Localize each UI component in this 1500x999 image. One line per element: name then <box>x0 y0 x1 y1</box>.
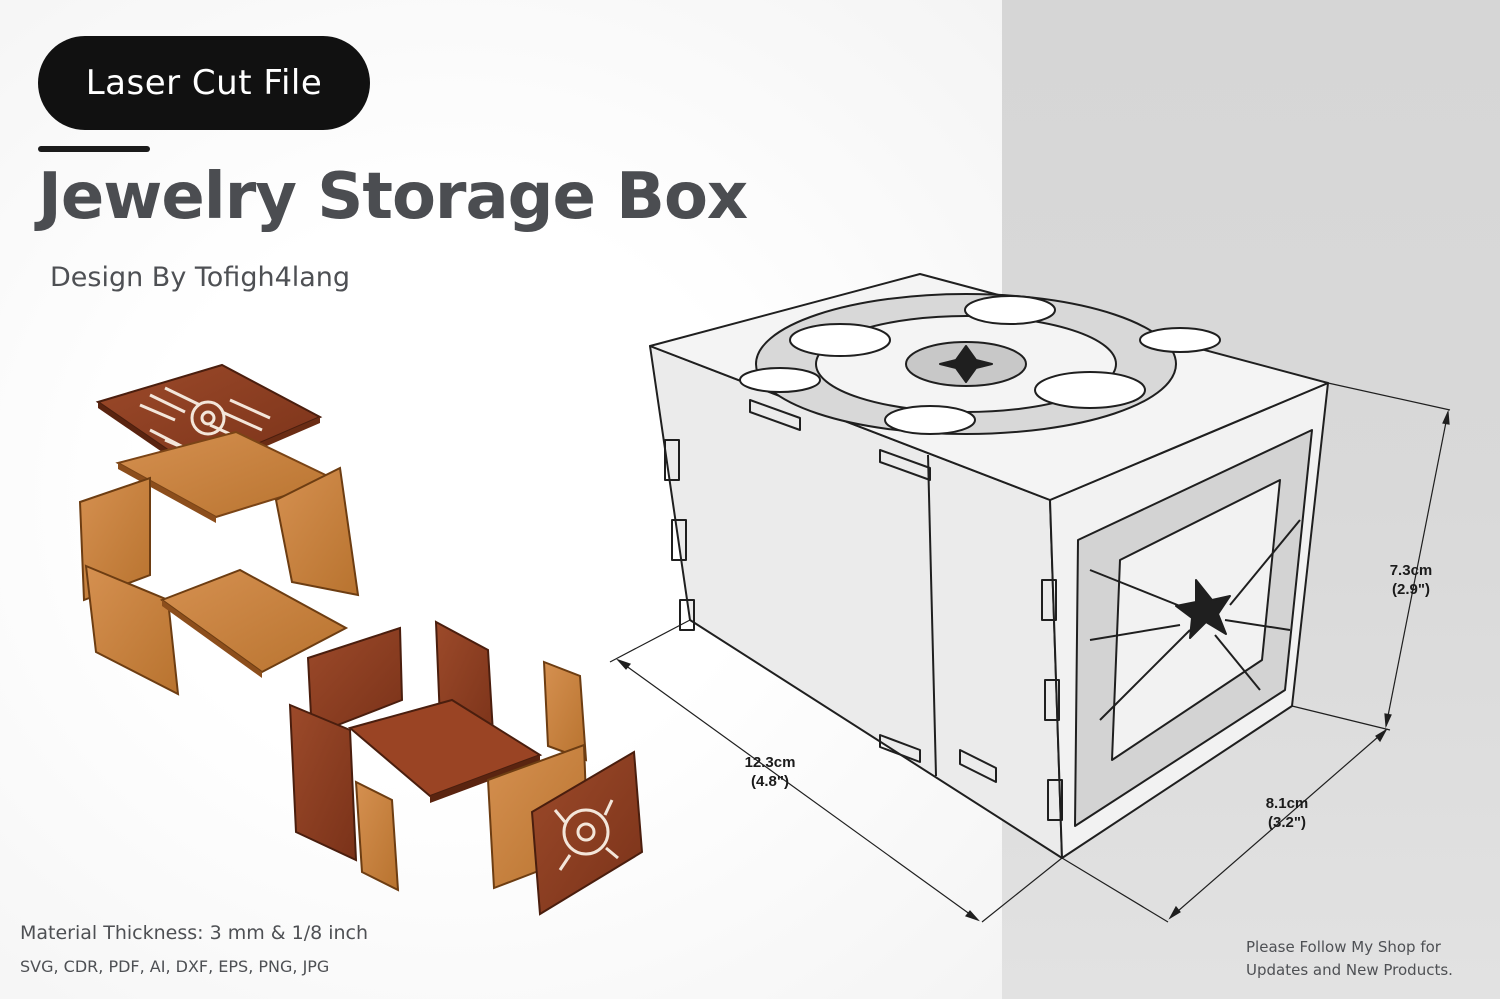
length-cm: 12.3cm <box>744 754 796 771</box>
width-in: (3.2") <box>1268 814 1306 831</box>
material-thickness: Material Thickness: 3 mm & 1/8 inch <box>20 922 369 944</box>
laser-cut-badge: Laser Cut File <box>38 36 370 130</box>
width-cm: 8.1cm <box>1265 795 1309 812</box>
lower-light-assembly <box>84 564 349 696</box>
designer-credit: Design By Tofigh4lang <box>50 262 351 293</box>
width-dimension-label: 8.1cm (3.2") <box>1252 794 1322 832</box>
height-dimension-label: 7.3cm (2.9") <box>1376 561 1446 599</box>
exploded-parts-view <box>78 363 644 916</box>
length-dimension-line <box>617 659 979 921</box>
length-dimension-label: 12.3cm (4.8") <box>735 753 805 791</box>
follow-line-1: Please Follow My Shop for <box>1246 938 1441 956</box>
end-lattice-pattern <box>1074 429 1313 827</box>
assembled-box-drawing <box>649 273 1329 859</box>
dimension-lines <box>609 382 1451 923</box>
follow-line-2: Updates and New Products. <box>1246 961 1453 979</box>
top-lattice-pattern <box>739 293 1221 435</box>
finger-joints <box>664 399 1063 821</box>
upper-side-walls <box>78 466 360 602</box>
height-in: (2.9") <box>1392 581 1430 598</box>
box-seam <box>927 454 937 777</box>
title-divider <box>38 146 150 152</box>
length-in: (4.8") <box>751 773 789 790</box>
file-formats: SVG, CDR, PDF, AI, DXF, EPS, PNG, JPG <box>20 957 330 976</box>
height-dimension-line <box>1385 411 1449 727</box>
end-panel <box>530 750 644 916</box>
badge-label: Laser Cut File <box>85 63 323 103</box>
width-dimension-line <box>1169 729 1387 919</box>
follow-shop-note: Please Follow My Shop for Updates and Ne… <box>1246 936 1453 982</box>
height-cm: 7.3cm <box>1389 562 1433 579</box>
page-title: Jewelry Storage Box <box>38 160 748 234</box>
